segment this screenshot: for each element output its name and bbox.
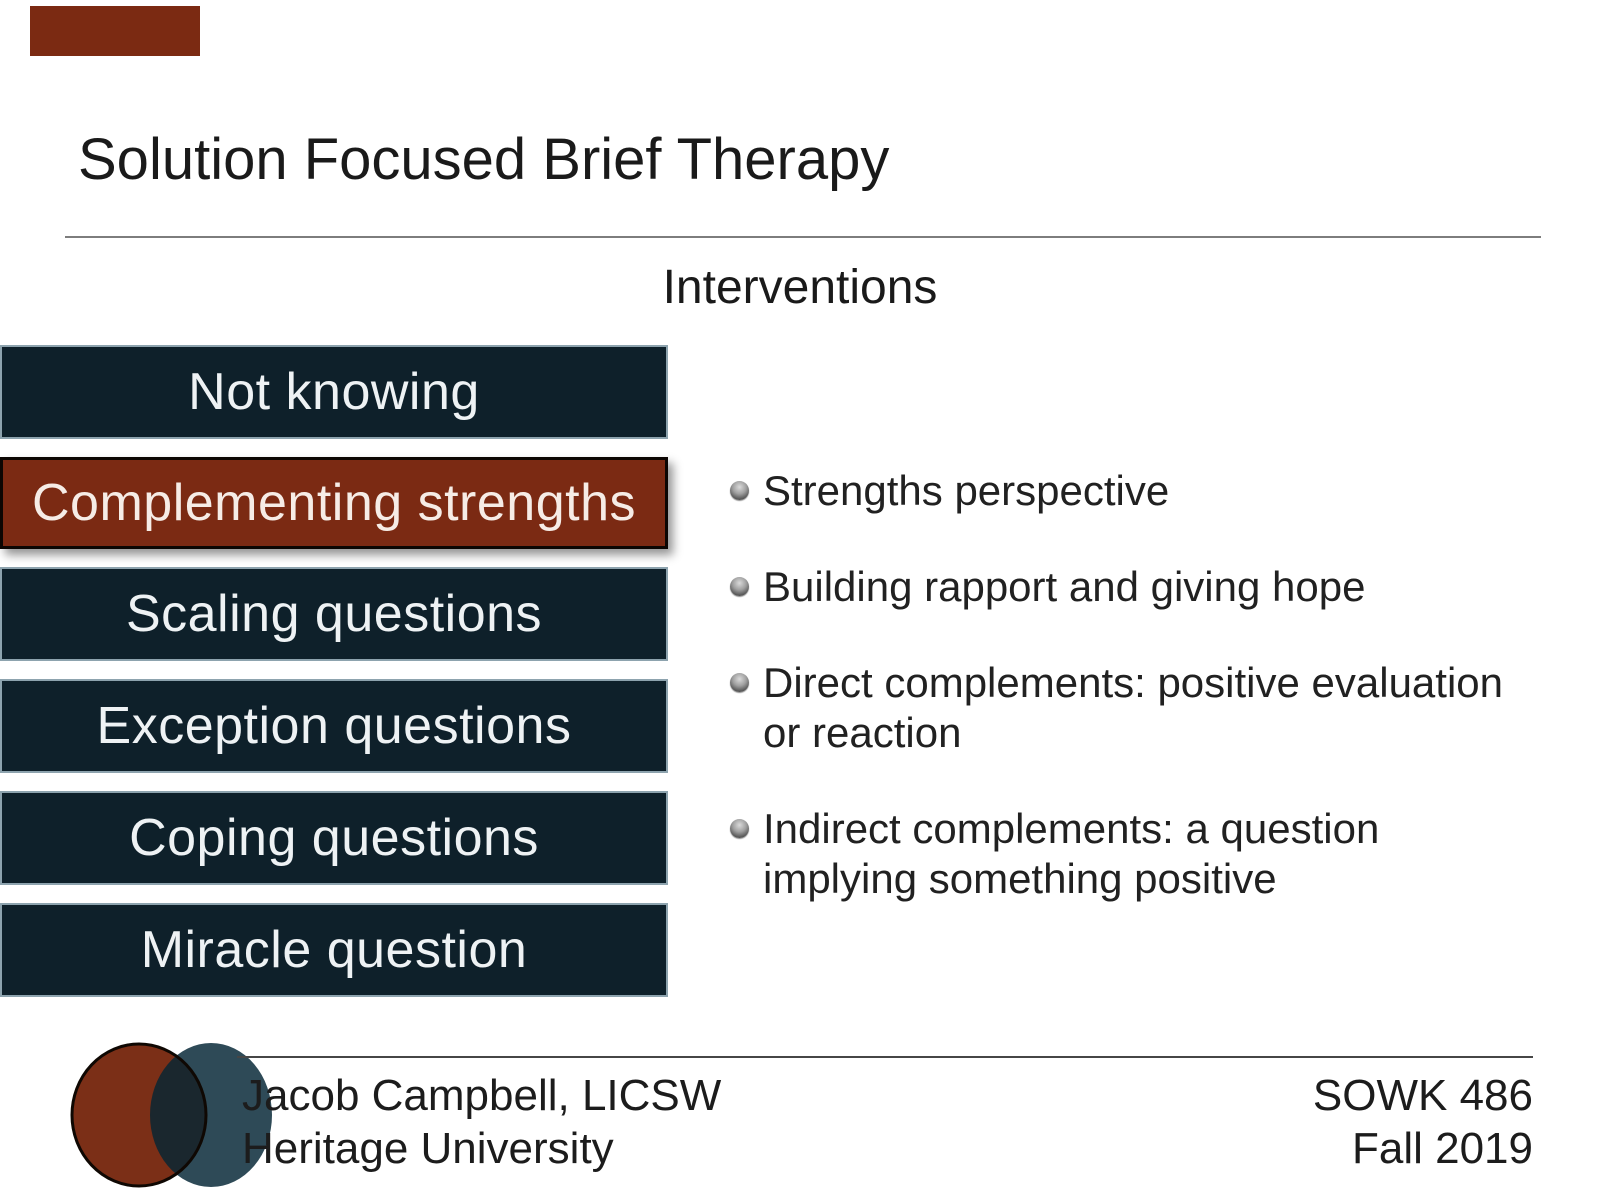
bullet-sphere-icon	[730, 577, 749, 596]
intervention-item: Miracle question	[0, 903, 668, 997]
footer-divider	[237, 1056, 1533, 1058]
footer-author-block: Jacob Campbell, LICSW Heritage Universit…	[242, 1069, 721, 1175]
title-divider	[65, 236, 1541, 238]
footer-institution: Heritage University	[242, 1124, 614, 1173]
bullet-text: Strengths perspective	[763, 467, 1170, 514]
top-accent-box	[30, 6, 200, 56]
intervention-item: Complementing strengths	[0, 457, 668, 549]
logo-overlap	[150, 1044, 206, 1186]
bullet-item: Direct complements: positive evaluation …	[730, 658, 1530, 758]
intervention-item: Coping questions	[0, 791, 668, 885]
footer-term: Fall 2019	[1351, 1124, 1533, 1173]
bullet-list: Strengths perspective Building rapport a…	[730, 466, 1530, 904]
footer-author: Jacob Campbell, LICSW	[242, 1071, 722, 1120]
intervention-item: Not knowing	[0, 345, 668, 439]
footer-course: SOWK 486	[1312, 1071, 1533, 1120]
intervention-label: Miracle question	[140, 921, 528, 979]
intervention-label: Exception questions	[96, 697, 572, 755]
bullet-text: Indirect complements: a question implyin…	[763, 805, 1380, 902]
intervention-label: Not knowing	[188, 363, 480, 421]
bullet-sphere-icon	[730, 481, 749, 500]
logo-red-outline	[70, 1042, 208, 1188]
interventions-list: Not knowing Complementing strengths Scal…	[0, 345, 668, 997]
footer-course-block: SOWK 486 Fall 2019	[1313, 1069, 1533, 1175]
overlapping-circles-logo	[70, 1042, 272, 1188]
section-heading: Interventions	[662, 261, 938, 314]
intervention-label: Coping questions	[129, 809, 539, 867]
bullet-sphere-icon	[730, 819, 749, 838]
intervention-label: Scaling questions	[125, 585, 543, 643]
slide-title: Solution Focused Brief Therapy	[78, 127, 890, 192]
bullet-item: Indirect complements: a question implyin…	[730, 804, 1530, 904]
bullet-item: Strengths perspective	[730, 466, 1530, 516]
intervention-label: Complementing strengths	[31, 474, 636, 532]
intervention-item: Exception questions	[0, 679, 668, 773]
intervention-item: Scaling questions	[0, 567, 668, 661]
bullet-item: Building rapport and giving hope	[730, 562, 1530, 612]
bullet-sphere-icon	[730, 673, 749, 692]
bullet-text: Building rapport and giving hope	[763, 563, 1366, 610]
bullet-text: Direct complements: positive evaluation …	[763, 659, 1504, 756]
